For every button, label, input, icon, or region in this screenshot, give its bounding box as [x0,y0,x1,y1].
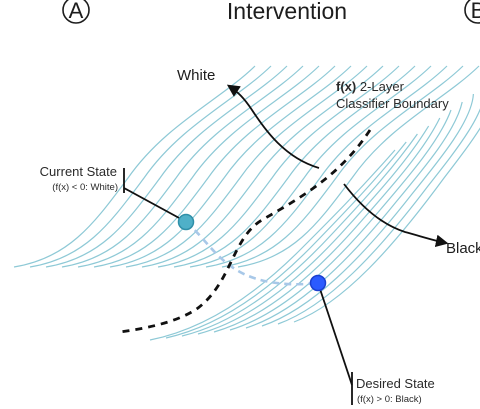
white-axis-label: White [177,67,215,84]
current-state-label: Current State [40,164,117,179]
contour-line [181,133,418,337]
black-axis-arrow [343,183,449,248]
contour-line [221,65,464,268]
page-title: Intervention [227,0,347,24]
current-state-condition: (f(x) < 0: White) [52,182,118,193]
current-state-leader [123,187,182,220]
contour-line [293,127,480,323]
white-axis-arrow [226,84,320,169]
contour-line [125,65,368,268]
panel-letter-b-circle [464,0,480,24]
contour-line [261,93,474,327]
classifier-boundary [119,129,372,334]
contour-line [93,65,336,268]
contour-line [173,65,416,268]
contour-line [13,65,256,268]
current-state-point [177,213,195,231]
contour-line [165,141,407,339]
boundary-label-line1: f(x) 2-Layer [336,79,405,94]
panel-letter-b-text: B [471,0,480,23]
contour-line [141,65,384,268]
intervention-path [185,221,319,286]
desired-state-condition: (f(x) > 0: Black) [357,394,422,405]
contour-line [197,125,430,335]
contour-line [205,65,448,268]
black-axis-label: Black [446,240,480,257]
panel-letter-b: B [464,0,480,24]
contour-line [157,65,400,268]
panel-letter-a-circle [62,0,90,24]
boundary-line1-rest: 2-Layer [356,79,404,94]
contour-line [61,65,304,268]
contour-line [213,117,441,333]
desired-state-leader [319,288,353,386]
contour-line [77,65,320,268]
contour-line [149,149,396,341]
desired-state-label: Desired State [356,376,435,391]
panel-letter-a: A [62,0,90,24]
contour-line [45,65,288,268]
contour-line [277,108,480,325]
panel-letter-a-text: A [69,0,84,23]
contour-surface [13,65,480,341]
contour-line [109,65,352,268]
contour-line [245,101,463,329]
desired-state-point [309,274,327,292]
boundary-label-line2: Classifier Boundary [336,96,449,111]
boundary-fx: f(x) [336,79,356,94]
contour-line [237,65,480,268]
